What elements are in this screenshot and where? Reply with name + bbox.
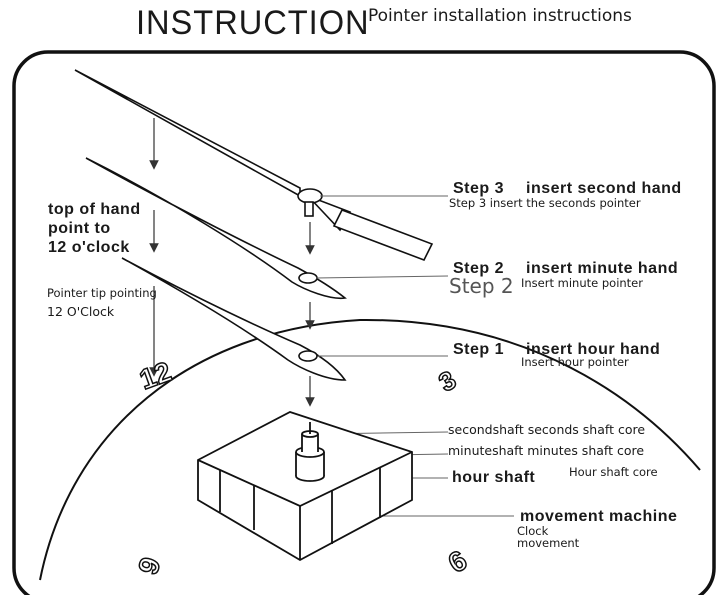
step2-action: insert minute hand bbox=[526, 260, 679, 277]
step1-translation: Insert hour pointer bbox=[521, 355, 629, 369]
step2-label: Step 2 bbox=[453, 260, 505, 277]
note-top-of-hand: top of hand bbox=[48, 201, 141, 218]
note-tr-line1: Pointer tip pointing bbox=[47, 286, 157, 300]
clock-frame bbox=[12, 50, 716, 595]
note-point-to: point to bbox=[48, 220, 111, 237]
step3-action: insert second hand bbox=[526, 180, 682, 197]
note-12-oclock: 12 o'clock bbox=[48, 239, 130, 256]
hour-shaft-label: hour shaft bbox=[452, 469, 536, 486]
hour-hand bbox=[121, 257, 347, 381]
minute-hand bbox=[85, 157, 347, 300]
hour-shaft-translation: Hour shaft core bbox=[569, 465, 658, 479]
second-shaft-label: secondshaft seconds shaft core bbox=[448, 422, 646, 437]
page-subtitle: Pointer installation instructions bbox=[368, 6, 632, 26]
step2-translation: Insert minute pointer bbox=[521, 276, 643, 290]
step3-translation: Step 3 insert the seconds pointer bbox=[449, 196, 641, 210]
movement-translation-2: movement bbox=[517, 536, 580, 550]
clock-face-arc bbox=[39, 318, 701, 581]
minute-shaft-label: minuteshaft minutes shaft core bbox=[448, 443, 645, 458]
clock-movement bbox=[197, 411, 413, 562]
direction-arrows bbox=[149, 118, 315, 407]
movement-translation-1: Clock bbox=[517, 524, 549, 538]
second-hand bbox=[74, 69, 434, 262]
note-tr-line2: 12 O'Clock bbox=[47, 304, 115, 319]
movement-label: movement machine bbox=[520, 508, 678, 525]
page-title: INSTRUCTION bbox=[136, 4, 370, 42]
step2-echo: Step 2 bbox=[449, 274, 514, 298]
step3-label: Step 3 bbox=[453, 180, 505, 197]
step1-action: insert hour hand bbox=[526, 341, 661, 358]
step1-label: Step 1 bbox=[453, 341, 505, 358]
